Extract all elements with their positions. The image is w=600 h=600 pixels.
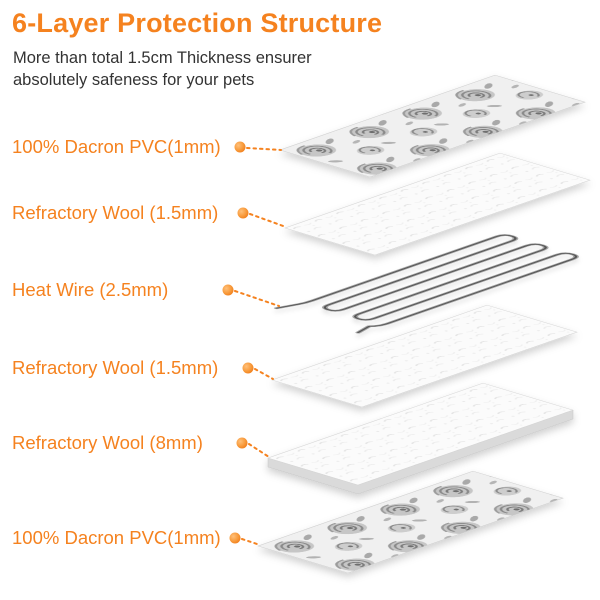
callout-leader-line [234, 290, 280, 307]
callout-dot [236, 437, 248, 449]
subtitle-line-2: absolutely safeness for your pets [13, 70, 255, 89]
layer-sheet-dacron-bottom-graphic [257, 470, 564, 574]
layer-label-dacron-bottom: 100% Dacron PVC(1mm) [12, 527, 221, 548]
callout-leader-line [241, 538, 261, 546]
heat-wire-graphic [273, 234, 579, 334]
subtitle: More than total 1.5cm Thickness ensurer … [13, 48, 353, 92]
layer-sheet-dacron-top-graphic [279, 74, 586, 178]
callout-leader-line [249, 213, 287, 228]
layer-label-wool-8mm: Refractory Wool (8mm) [12, 432, 203, 453]
callout-dot [242, 362, 254, 374]
layer-label-wool-lower: Refractory Wool (1.5mm) [12, 357, 219, 378]
layer-label-wool-upper: Refractory Wool (1.5mm) [12, 202, 219, 223]
callout-leader-line [254, 368, 274, 380]
layer-label-dacron-top: 100% Dacron PVC(1mm) [12, 136, 221, 157]
callout-dot [234, 141, 246, 153]
callout-dot [222, 284, 234, 296]
layer-sheet-wool-8mm-graphic [267, 382, 574, 495]
callout-dot [237, 207, 249, 219]
layer-label-heat-wire: Heat Wire (2.5mm) [12, 279, 169, 300]
layer-sheet-wool-lower-graphic [271, 304, 578, 408]
callout-leader-lines [234, 147, 287, 546]
callout-dot [229, 532, 241, 544]
subtitle-line-1: More than total 1.5cm Thickness ensurer [13, 49, 312, 67]
callout-dots [222, 141, 254, 544]
callout-leader-line [248, 443, 270, 458]
layer-sheet-wool-upper-graphic [284, 152, 591, 256]
page-title: 6-Layer Protection Structure [12, 8, 383, 38]
callout-leader-line [246, 147, 282, 151]
